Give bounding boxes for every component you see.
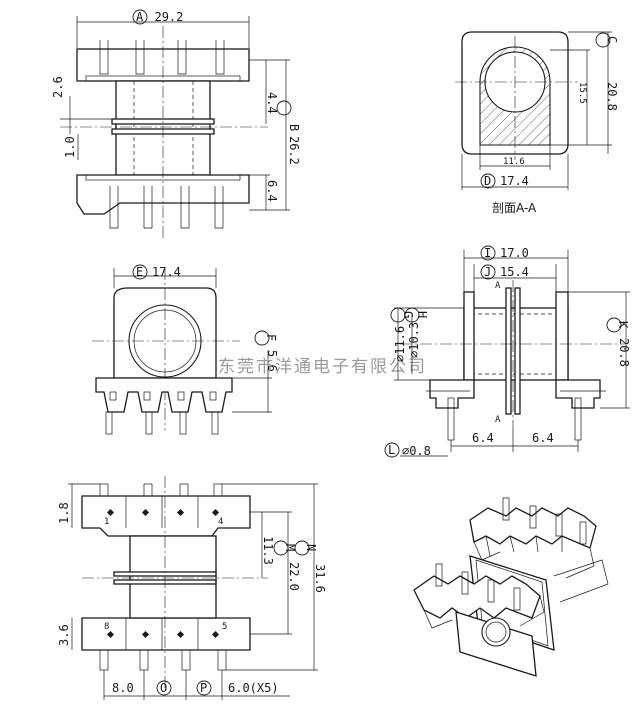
company-watermark: 东莞市洋通电子有限公司: [218, 357, 427, 377]
bottom-pitch-value: 6.0(X5): [228, 681, 279, 695]
section-mark-bottom: A: [495, 415, 501, 425]
front-dim-2-6: 2.6: [51, 76, 65, 98]
side-view: A A I 17.0 J 15.4 G H ⌀11.6 ⌀10.3 K 20.8: [384, 245, 631, 458]
isometric-view: [413, 497, 609, 677]
side-pitch-right: 6.4: [532, 431, 554, 445]
side-overall-label: I: [484, 246, 491, 260]
section-inner-height: 15.5: [577, 82, 587, 104]
front-view: A 29.2 B 26.2 4.4 6.4 2.6 1.0: [51, 9, 301, 238]
side-inner-label: J: [484, 265, 491, 279]
end-width-value: 17.4: [152, 265, 181, 279]
side-pitch-left: 6.4: [472, 431, 494, 445]
bottom-span-value: 22.0: [287, 562, 301, 591]
side-outer-dia-value: ⌀11.6: [393, 326, 407, 362]
bottom-pitch-left: 8.0: [112, 681, 134, 695]
section-width-label: D: [484, 174, 491, 188]
bottom-view: 1 4 8 5 1.8 3.6 11.3 M 22.0 N 31.6 8.0: [57, 476, 327, 700]
side-height-label: K: [616, 321, 630, 329]
side-pin-dia-value: ⌀0.8: [402, 444, 431, 458]
side-pin-dia-label: L: [388, 443, 395, 457]
front-width-label: A: [136, 10, 144, 24]
pin-number-5: 5: [222, 622, 227, 632]
pin-number-8: 8: [104, 622, 109, 632]
section-mark-top: A: [495, 281, 501, 291]
end-view: E 17.4 F 5.6: [92, 264, 279, 435]
bottom-mid-label: M: [283, 544, 297, 551]
bottom-pitch-label-o: O: [160, 681, 167, 695]
section-title: 剖面A-A: [492, 201, 537, 215]
front-width-dim: A 29.2: [136, 10, 183, 24]
bottom-overall-label: N: [304, 544, 318, 551]
pin-number-1: 1: [104, 517, 109, 527]
side-inner-value: 15.4: [500, 265, 529, 279]
front-height-label: B: [287, 124, 301, 131]
front-dim-1-0: 1.0: [63, 136, 77, 158]
end-height-label: F: [264, 334, 278, 341]
section-inner-width: 11.6: [503, 157, 525, 167]
front-top-flange-dim: 4.4: [265, 92, 279, 114]
bottom-dim-3-6: 3.6: [57, 624, 71, 646]
side-overall-value: 17.0: [500, 246, 529, 260]
end-width-label: E: [136, 265, 143, 279]
section-aa-view: 11.6 D 17.4 剖面A-A 15.5 C 20.8: [455, 31, 619, 215]
section-width-value: 17.4: [500, 174, 529, 188]
bottom-dim-1-8: 1.8: [57, 502, 71, 524]
bottom-pitch-label-p: P: [200, 681, 207, 695]
front-height-value: 26.2: [287, 136, 301, 165]
pin-number-4: 4: [218, 517, 223, 527]
side-inner-dia-value: ⌀10.3: [407, 322, 421, 358]
side-outer-dia-label: G: [401, 311, 415, 318]
front-width-value: 29.2: [154, 10, 183, 24]
bottom-overall-value: 31.6: [313, 564, 327, 593]
side-height-value: 20.8: [617, 338, 631, 367]
section-height-label: C: [605, 36, 619, 43]
end-height-value: 5.6: [265, 350, 279, 372]
section-height-value: 20.8: [605, 82, 619, 111]
side-inner-dia-label: H: [415, 311, 429, 318]
front-bottom-flange-dim: 6.4: [265, 180, 279, 202]
bottom-mid-value: 11.3: [261, 536, 275, 565]
